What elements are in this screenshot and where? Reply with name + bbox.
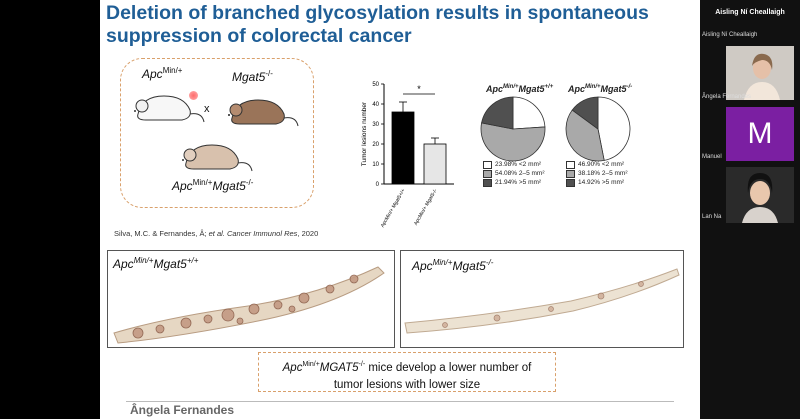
participant-name: Ângela Fernandes xyxy=(702,94,752,100)
legend-entry: 14.92% >5 mm² xyxy=(566,178,628,187)
legend-swatch xyxy=(566,178,575,187)
y-tick-label: 50 xyxy=(372,82,379,88)
pie-chart-mgat5-ko xyxy=(565,96,631,162)
pie-chart-mgat5-wt xyxy=(480,96,546,162)
participant-video-tile[interactable] xyxy=(726,167,794,223)
colon-tissue-photo xyxy=(113,266,385,344)
legend-swatch xyxy=(566,160,575,169)
white-mouse-illustration xyxy=(134,95,205,123)
legend-swatch xyxy=(566,169,575,178)
laser-pointer-dot xyxy=(189,91,198,100)
legend-entry: 54.08% 2–5 mm² xyxy=(483,169,545,178)
pie-1-legend: 23.98% <2 mm² 54.08% 2–5 mm² 21.94% >5 mm² xyxy=(483,160,545,187)
genotype-apc-label: ApcMin/+ xyxy=(142,66,183,81)
y-tick-label: 10 xyxy=(372,162,379,168)
conclusion-line-1: ApcMin/+MGAT5-/- mice develop a lower nu… xyxy=(282,361,532,374)
conclusion-line-2: tumor lesions with lower size xyxy=(333,378,481,391)
participant-avatar-initial: M xyxy=(747,117,773,150)
y-tick-label: 20 xyxy=(372,142,379,148)
genotype-hybrid-label: ApcMin/+Mgat5-/- xyxy=(172,178,254,193)
legend-label: 21.94% >5 mm² xyxy=(495,179,542,186)
y-tick-label: 40 xyxy=(372,102,379,108)
legend-entry: 23.98% <2 mm² xyxy=(483,160,545,169)
participant-name: Manuel xyxy=(702,154,722,160)
category-label: ApcMin/+ Mgat5-/- xyxy=(413,188,439,227)
legend-label: 14.92% >5 mm² xyxy=(578,179,625,186)
brown-mouse-illustration xyxy=(228,99,299,127)
category-label: ApcMin/+ Mgat5+/+ xyxy=(380,188,407,229)
y-tick-label: 0 xyxy=(376,182,380,188)
legend-label: 23.98% <2 mm² xyxy=(495,161,542,168)
legend-swatch xyxy=(483,178,492,187)
legend-label: 46.90% <2 mm² xyxy=(578,161,625,168)
pie-slice xyxy=(571,96,599,130)
pie-slice xyxy=(512,96,546,130)
pie-2-title: ApcMin/+Mgat5-/- xyxy=(568,84,633,94)
citation: Silva, M.C. & Fernandes, Â; et al. Cance… xyxy=(114,229,319,238)
participant-name: Lan Na xyxy=(702,214,722,220)
legend-swatch xyxy=(483,169,492,178)
hybrid-mouse-illustration xyxy=(182,144,253,172)
active-speaker-name: Aisling Ní Cheallaigh xyxy=(715,9,785,16)
presentation-slide: Deletion of branched glycosylation resul… xyxy=(100,0,700,419)
y-axis-label: Tumor lesions number xyxy=(361,101,368,166)
colon-image-knockout-label: ApcMin/+Mgat5-/- xyxy=(412,258,494,273)
colon-image-knockout xyxy=(400,250,684,348)
participant-video-tile[interactable] xyxy=(726,46,794,100)
legend-label: 54.08% 2–5 mm² xyxy=(495,170,545,177)
legend-entry: 46.90% <2 mm² xyxy=(566,160,628,169)
pie-slice xyxy=(597,96,631,161)
bar xyxy=(423,143,447,185)
participant-name: Aisling Ní Cheallaigh xyxy=(702,32,758,38)
colon-image-wild-type-label: ApcMin/+Mgat5+/+ xyxy=(113,256,199,271)
pie-slice xyxy=(565,109,605,162)
significance-star: * xyxy=(417,84,421,94)
genotype-mgat5-label: Mgat5-/- xyxy=(232,69,273,84)
legend-label: 38.18% 2–5 mm² xyxy=(578,170,628,177)
legend-entry: 38.18% 2–5 mm² xyxy=(566,169,628,178)
pie-2-legend: 46.90% <2 mm² 38.18% 2–5 mm² 14.92% >5 mm² xyxy=(566,160,628,187)
bar xyxy=(391,111,415,185)
footer-divider xyxy=(126,401,674,402)
pie-slice xyxy=(480,122,546,162)
participants-panel: Aisling Ní Cheallaigh Aisling Ní Chealla… xyxy=(700,0,800,419)
slide-title: Deletion of branched glycosylation resul… xyxy=(106,2,649,47)
participant-video xyxy=(726,46,794,100)
conclusion-box: ApcMin/+MGAT5-/- mice develop a lower nu… xyxy=(258,352,556,392)
colon-image-wild-type xyxy=(107,250,395,348)
participant-video xyxy=(726,167,794,223)
legend-swatch xyxy=(483,160,492,169)
y-tick-label: 30 xyxy=(372,122,379,128)
mouse-cross-panel xyxy=(120,58,314,208)
legend-entry: 21.94% >5 mm² xyxy=(483,178,545,187)
presenter-name: Ângela Fernandes xyxy=(130,403,235,417)
cross-symbol: x xyxy=(204,103,210,115)
colon-tissue-photo xyxy=(404,268,680,334)
pie-1-title: ApcMin/+Mgat5+/+ xyxy=(486,84,554,94)
pie-slice xyxy=(481,96,514,130)
participant-avatar-tile[interactable]: M xyxy=(726,107,794,161)
